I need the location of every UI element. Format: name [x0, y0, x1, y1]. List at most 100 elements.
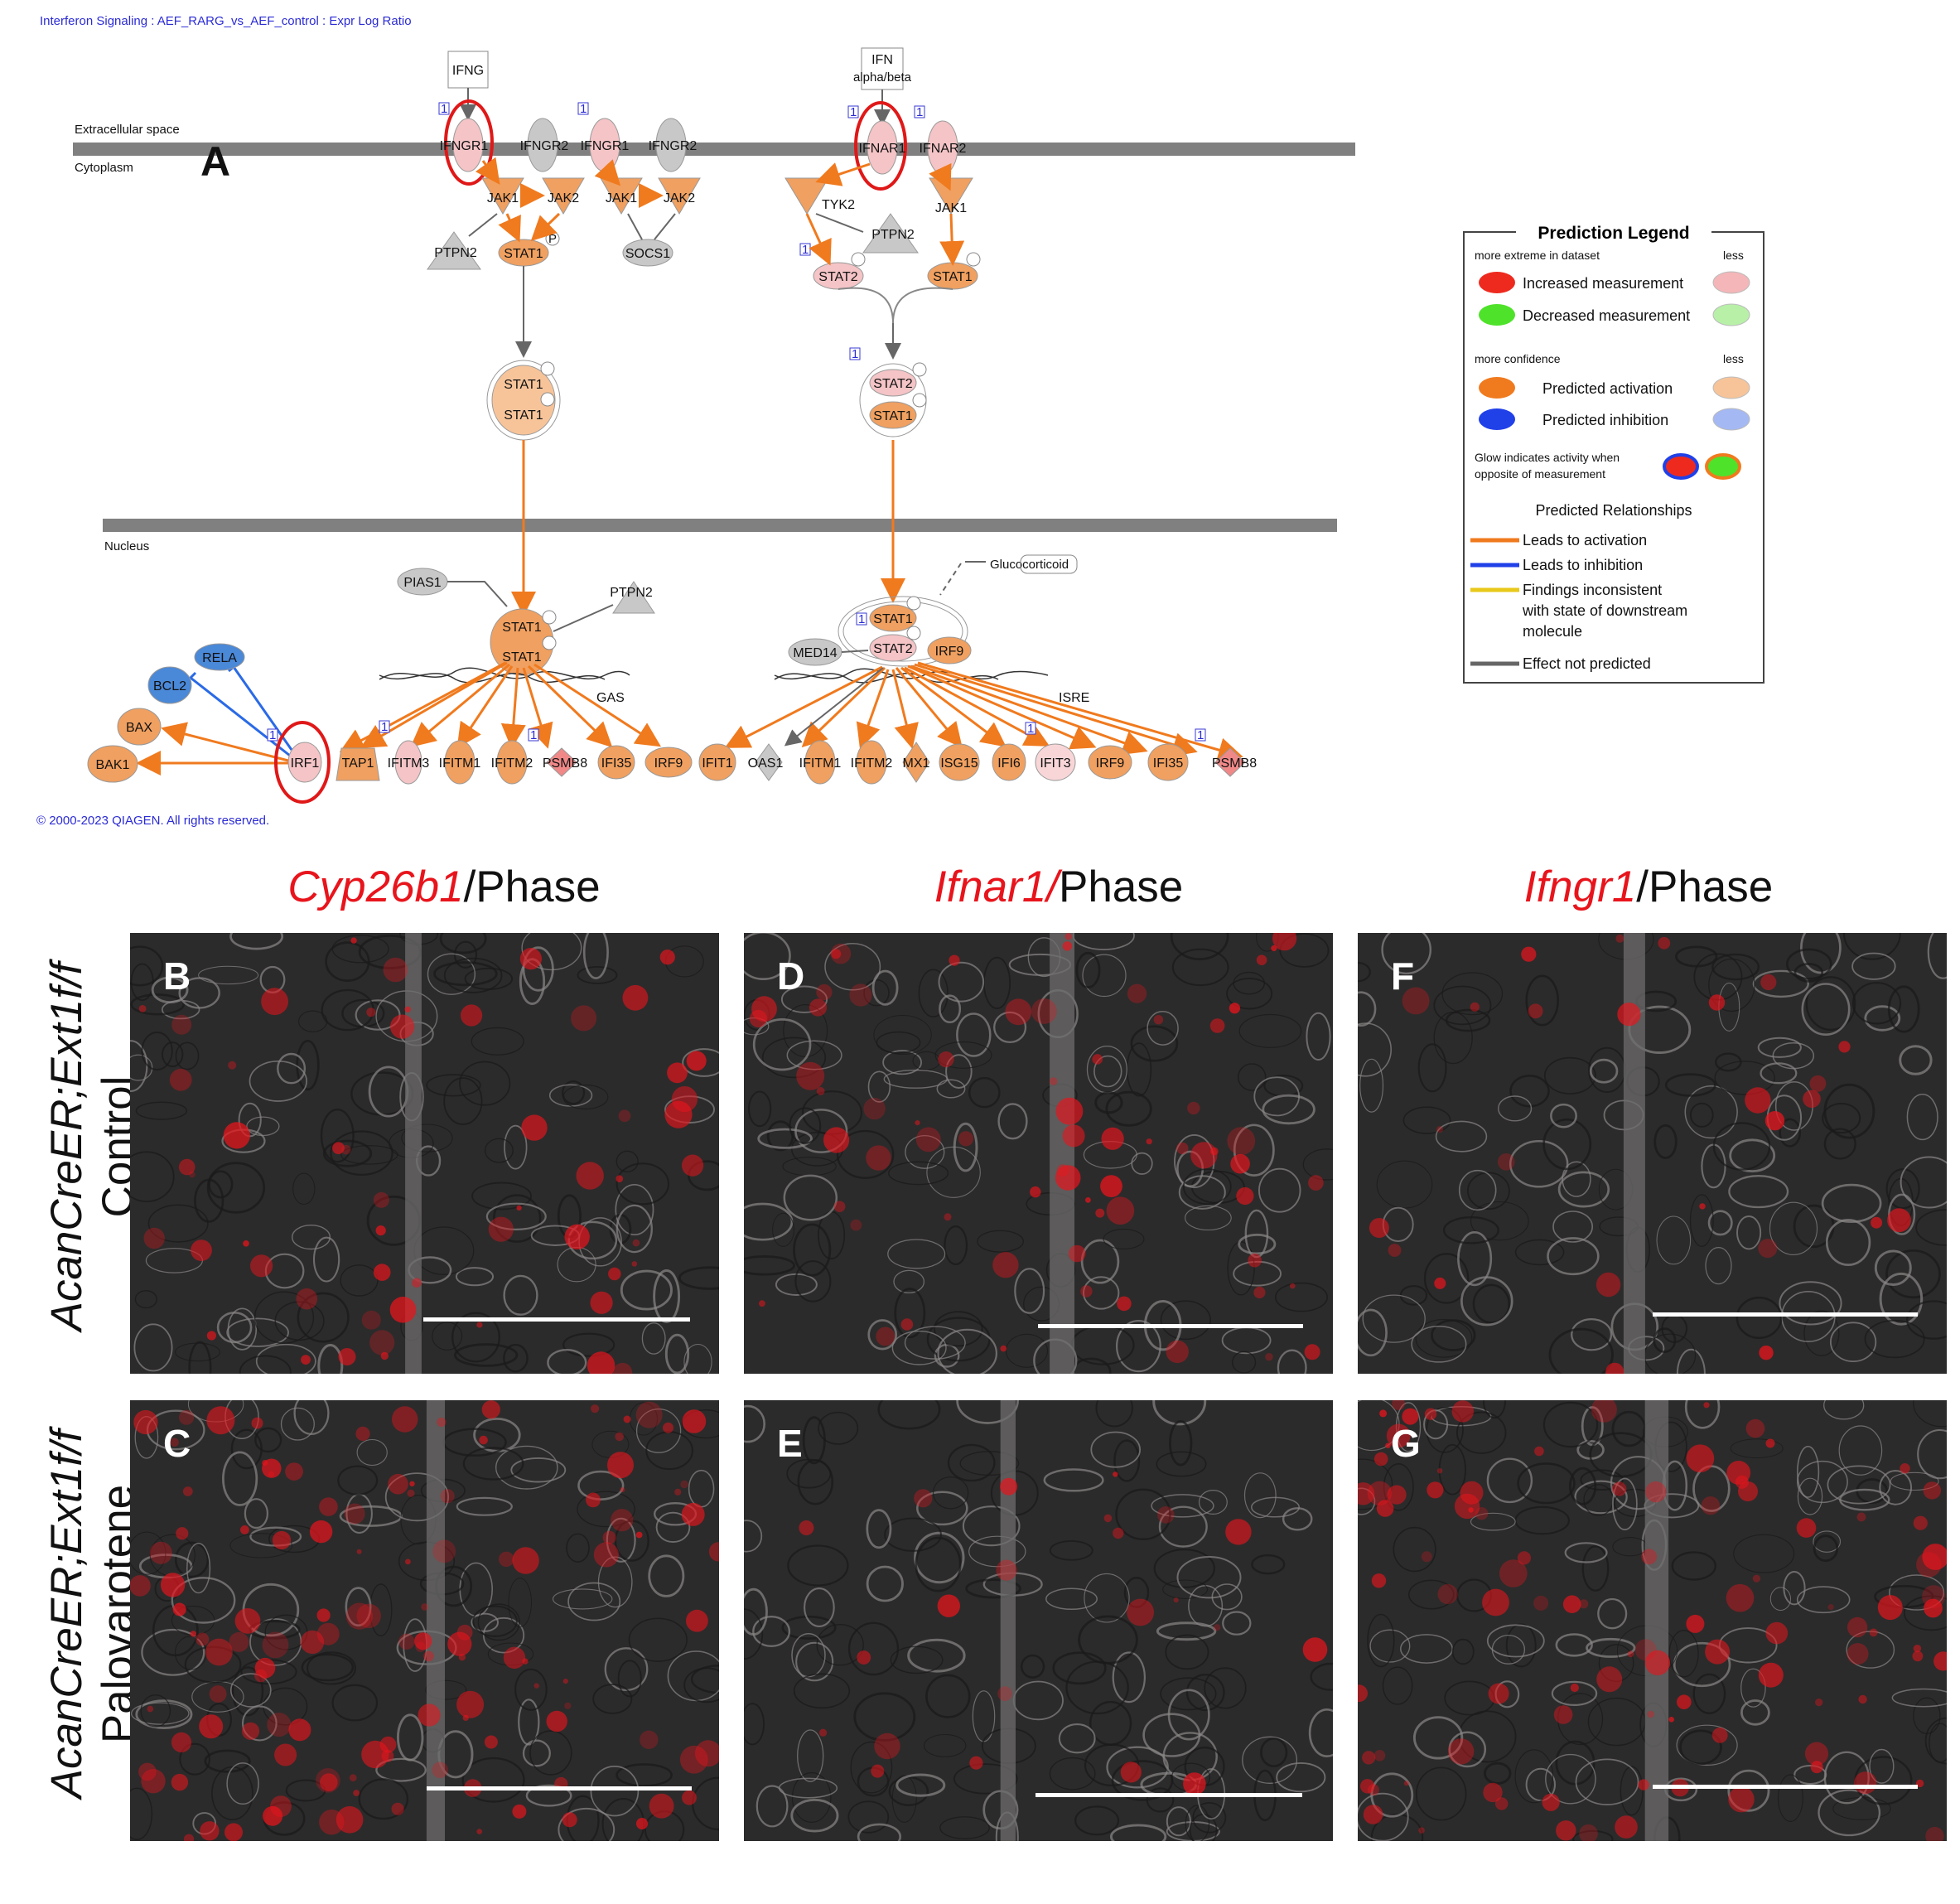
cell-outline: [130, 993, 186, 1016]
cell-outline: [687, 1160, 719, 1191]
fluorescence-spot: [234, 1608, 261, 1634]
cell-outline: [472, 1605, 518, 1637]
cell-outline: [850, 1741, 893, 1794]
fluorescence-spot: [1166, 1340, 1189, 1364]
cell-outline: [151, 976, 189, 1004]
fluorescence-spot: [1804, 1742, 1829, 1766]
cell-outline: [130, 1531, 167, 1575]
cell-outline: [968, 1076, 1001, 1109]
cell-outline: [926, 1146, 981, 1198]
fluorescence-spot: [223, 1122, 250, 1149]
fluorescence-spot: [1634, 1639, 1657, 1661]
fluorescence-spot: [623, 1415, 631, 1423]
cell-outline: [330, 1130, 393, 1177]
fluorescence-spot: [1190, 1142, 1218, 1169]
cell-outline: [628, 1617, 688, 1662]
psmb8-node-b: [1214, 747, 1246, 777]
fluorescence-spot: [622, 984, 649, 1011]
cell-outline: [1684, 1085, 1738, 1139]
cell-outline: [562, 1332, 616, 1357]
ifngr2-node-b: [655, 118, 687, 172]
cell-outline: [1486, 1457, 1533, 1504]
fluorescence-spot: [1421, 1551, 1432, 1563]
cell-outline: [1441, 972, 1504, 1016]
cell-outline: [1822, 1102, 1861, 1134]
fluorescence-spot: [320, 1773, 338, 1791]
fluorescence-spot: [481, 1400, 500, 1419]
ifi35-node-a: [597, 745, 635, 780]
fluorescence-spot: [1153, 1015, 1164, 1025]
cell-outline: [1589, 1432, 1653, 1478]
cell-outline: [893, 1269, 925, 1294]
fluorescence-spot: [1436, 1126, 1443, 1133]
cell-outline: [375, 1757, 427, 1782]
cell-outline: [1664, 1073, 1716, 1097]
cell-outline: [1854, 1756, 1913, 1805]
fluorescence-spot: [366, 1008, 376, 1017]
cell-outline: [454, 1343, 519, 1367]
svg-text:1: 1: [269, 728, 276, 742]
cell-outline: [1407, 1579, 1455, 1610]
cell-outline: [147, 1204, 209, 1243]
fluorescence-spot: [915, 1120, 920, 1126]
cell-outline: [1656, 1215, 1692, 1265]
cell-outline: [1222, 1611, 1252, 1636]
cell-outline: [876, 1031, 921, 1054]
stat1-dimer-a-bottom: STAT1: [504, 408, 543, 423]
ifitm1-node-b: [804, 740, 836, 785]
cell-outline: [1676, 1348, 1706, 1374]
cell-outline: [744, 1404, 765, 1443]
tyk2-label: TYK2: [822, 198, 855, 212]
cell-outline: [1423, 1253, 1470, 1304]
cell-outline: [944, 1225, 968, 1266]
cell-outline: [1574, 1480, 1628, 1515]
fluorescence-spot: [876, 1327, 896, 1346]
cell-outline: [1233, 1124, 1275, 1177]
fluorescence-spot: [228, 1061, 237, 1070]
cell-outline: [1796, 1460, 1848, 1504]
legend-rel-inconsistent-1: Findings inconsistent: [1523, 582, 1662, 598]
fluorescence-spot: [1922, 1544, 1947, 1570]
fluorescence-spot: [1796, 1518, 1817, 1538]
fluorescence-spot: [1815, 1699, 1823, 1707]
cell-outline: [249, 1060, 307, 1102]
cell-outline: [1070, 1325, 1135, 1365]
cell-outline: [853, 1692, 916, 1742]
tissue-streak: [1644, 1400, 1669, 1841]
fluorescence-spot: [1923, 1481, 1941, 1500]
cell-outline: [690, 1665, 719, 1694]
irf9-nuc: [927, 636, 972, 664]
fluorescence-spot: [1745, 1418, 1765, 1438]
fluorescence-spot: [900, 1318, 914, 1331]
fluorescence-spot: [1647, 1710, 1654, 1718]
column-header-ifnar1: Ifnar1/Phase: [934, 863, 1184, 911]
cell-outline: [1575, 1758, 1639, 1805]
ifngr2-node-a: [527, 118, 558, 172]
cell-outline: [1906, 1094, 1938, 1141]
cell-outline: [592, 1684, 633, 1714]
cell-outline: [1169, 1420, 1193, 1467]
fluorescence-spot: [590, 1291, 613, 1314]
jak1-label-a: JAK1: [487, 191, 519, 205]
cell-outline: [1383, 1463, 1414, 1511]
scale-bar: [1036, 1793, 1302, 1797]
cell-outline: [818, 1411, 859, 1445]
cell-outline: [1505, 1623, 1537, 1668]
cell-outline: [249, 1618, 302, 1666]
fluorescence-spot: [1031, 998, 1057, 1024]
fluorescence-spot: [1708, 994, 1726, 1011]
fluorescence-spot: [667, 1062, 688, 1084]
scale-bar: [427, 1786, 692, 1790]
cell-outline: [1376, 1160, 1433, 1209]
fluorescence-spot: [519, 948, 542, 970]
cell-outline: [847, 1800, 890, 1834]
fluorescence-spot: [353, 1790, 360, 1796]
legend-increased: Increased measurement: [1523, 275, 1683, 292]
cell-outline: [320, 1108, 355, 1163]
cell-outline: [230, 1673, 272, 1708]
cell-outline: [1562, 1161, 1591, 1197]
cell-outline: [1277, 1349, 1307, 1374]
fluorescence-spot: [389, 1297, 417, 1323]
fluorescence-spot: [1403, 1781, 1409, 1786]
pathway-diagram: Interferon Signaling : AEF_RARG_vs_AEF_c…: [36, 14, 1764, 828]
